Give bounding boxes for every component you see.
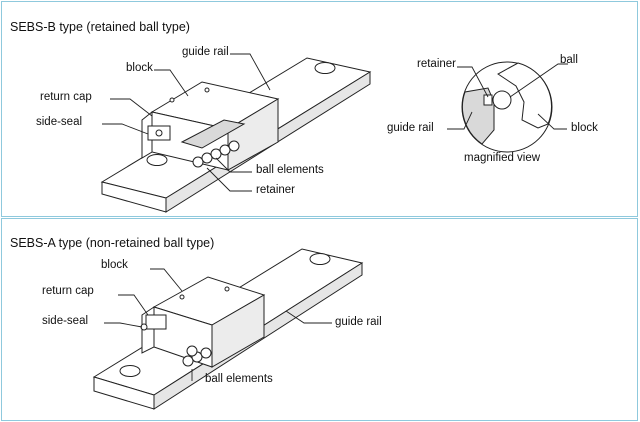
mag-label-ball: ball [560, 54, 578, 66]
mag-caption: magnified view [464, 152, 541, 164]
mag-label-retainer: retainer [417, 58, 456, 70]
panel-b-heading: SEBS-B type (retained ball type) [10, 20, 190, 34]
mag-label-guide-rail: guide rail [387, 122, 434, 134]
label-block-a: block [101, 259, 128, 271]
ball-elements-b [192, 140, 240, 168]
leader-lines-b [102, 53, 271, 192]
label-guide-rail: guide rail [182, 46, 229, 58]
panel-sebs-b: SEBS-B type (retained ball type) [1, 1, 638, 217]
label-block: block [126, 62, 153, 74]
label-retainer: retainer [256, 184, 295, 196]
leader-lines-a [104, 268, 332, 381]
block-a [152, 276, 266, 368]
mag-label-block: block [571, 122, 598, 134]
label-guide-rail-a: guide rail [335, 316, 382, 328]
panel-sebs-a: SEBS-A type (non-retained ball type) [1, 218, 638, 421]
label-return-cap-a: return cap [42, 285, 94, 297]
label-side-seal: side-seal [36, 116, 83, 128]
label-return-cap: return cap [40, 91, 92, 103]
ball-elements-a [182, 345, 212, 367]
label-ball-elements: ball elements [256, 164, 324, 176]
return-cap-a [140, 306, 167, 354]
return-cap-b [141, 110, 171, 159]
panel-a-heading: SEBS-A type (non-retained ball type) [10, 236, 215, 250]
sebs-b-drawing [100, 53, 568, 213]
magnified-view [447, 61, 568, 153]
label-ball-elements-a: ball elements [205, 373, 273, 385]
sebs-a-drawing [92, 248, 364, 410]
label-side-seal-a: side-seal [42, 315, 89, 327]
